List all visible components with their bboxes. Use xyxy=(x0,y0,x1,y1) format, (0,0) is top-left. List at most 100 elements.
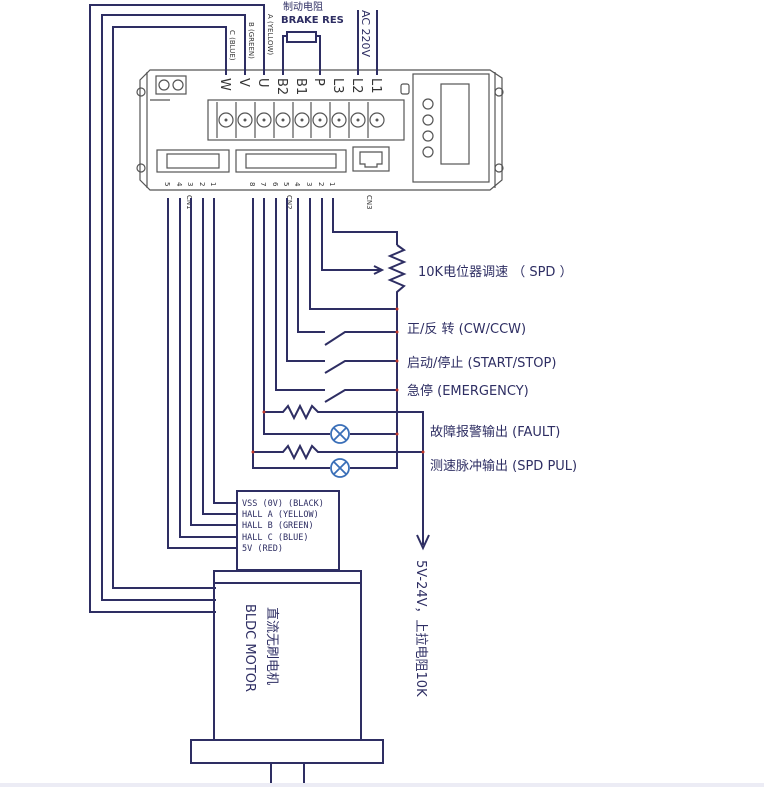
bldc-motor xyxy=(190,570,384,787)
cn3-connector xyxy=(352,146,390,172)
pot-top-wire xyxy=(332,198,398,245)
phase-u-wire xyxy=(89,4,265,613)
pin-number: 1 xyxy=(328,182,336,186)
aux-pin-icon xyxy=(158,79,170,91)
terminal-label: L3 xyxy=(330,78,345,94)
start-label: 启动/停止 (START/STOP) xyxy=(407,355,556,371)
terminal-screws xyxy=(216,102,385,138)
terminal-screw-icon xyxy=(237,112,253,128)
hall-signal-label: HALL C (BLUE) xyxy=(242,533,309,543)
phase-a-label: A (YELLOW) xyxy=(266,14,274,55)
motor-flange xyxy=(190,739,384,764)
phase-c-label: C (BLUE) xyxy=(228,30,236,61)
panel-button-icon xyxy=(422,98,434,110)
pulse-label: 测速脉冲输出 (SPD PUL) xyxy=(430,458,577,474)
bottom-border xyxy=(0,783,764,787)
terminal-screw-icon xyxy=(256,112,272,128)
brake-resistor xyxy=(282,31,321,75)
hall-5v-wire xyxy=(167,198,237,549)
common-wire xyxy=(309,198,397,310)
terminal-label: B2 xyxy=(274,78,289,95)
pin-number: 3 xyxy=(305,182,313,186)
pin-number: 7 xyxy=(259,182,267,186)
pulse-wire xyxy=(252,198,330,469)
terminal-screw-icon xyxy=(312,112,328,128)
display-panel xyxy=(412,73,490,183)
hall-signal-label: HALL B (GREEN) xyxy=(242,521,314,531)
hall-signal-label: 5V (RED) xyxy=(242,544,283,554)
fault-label: 故障报警输出 (FAULT) xyxy=(430,424,560,440)
motor-body xyxy=(213,582,362,741)
driver-enclosure xyxy=(139,69,503,191)
aux-connector xyxy=(155,75,187,95)
pulse-pullup-resistor xyxy=(253,443,423,461)
panel-button-icon xyxy=(422,146,434,158)
terminal-label: B1 xyxy=(293,78,308,95)
panel-button-icon xyxy=(422,114,434,126)
terminal-screw-icon xyxy=(369,112,385,128)
pullup-note: 5V-24V，上拉电阻10K xyxy=(413,560,428,697)
cn2-connector xyxy=(235,149,347,173)
fault-wire xyxy=(263,198,330,435)
ac-input-label: AC 220V xyxy=(359,10,372,58)
emg-wire xyxy=(275,198,325,391)
pin-number: 3 xyxy=(186,182,194,186)
terminal-label: W xyxy=(217,78,232,91)
hall-signal-label: VSS (0V) (BLACK) xyxy=(242,499,324,509)
spd-label: 10K电位器调速 （ SPD ） xyxy=(418,265,573,280)
mount-hole-icon xyxy=(494,87,504,97)
hall-a-wire xyxy=(202,198,237,515)
phase-w-wire xyxy=(112,26,227,589)
terminal-screw-icon xyxy=(350,112,366,128)
mount-hole-icon xyxy=(136,163,146,173)
control-wires xyxy=(252,198,430,551)
hall-c-wire xyxy=(179,198,237,538)
power-terminal-block xyxy=(207,99,405,141)
potentiometer-symbol xyxy=(387,244,407,450)
terminal-screw-icon xyxy=(218,112,234,128)
wiper-arrow-icon xyxy=(373,265,385,275)
junction-dots xyxy=(251,307,425,454)
driver-unit xyxy=(136,69,504,191)
hall-vss-wire xyxy=(213,198,237,504)
hall-signal-label: HALL A (YELLOW) xyxy=(242,510,319,520)
terminal-label: U xyxy=(255,78,270,88)
dir-wire xyxy=(297,198,325,333)
terminal-label: L2 xyxy=(349,78,364,94)
aux-pin-icon xyxy=(172,79,184,91)
motor-top-cap xyxy=(213,570,362,584)
brake-label-cn: 制动电阻 xyxy=(283,0,323,13)
pullup-arrow-icon xyxy=(416,534,430,551)
pin-number: 5 xyxy=(282,182,290,186)
rj45-port-icon xyxy=(359,151,383,168)
pin-number: 4 xyxy=(293,182,301,187)
pin-number: 4 xyxy=(175,182,183,187)
pin-number: 2 xyxy=(317,182,325,186)
fault-pullup-resistor xyxy=(264,403,424,545)
phase-b-label: B (GREEN) xyxy=(247,22,255,59)
motor-label-en: BLDC MOTOR xyxy=(242,604,257,692)
brake-label-en: BRAKE RES xyxy=(281,15,344,26)
display-window xyxy=(440,83,470,165)
hall-b-wire xyxy=(190,198,237,526)
terminal-label: V xyxy=(236,78,251,87)
ac-input-wires xyxy=(357,10,378,75)
status-led-icon xyxy=(400,83,410,95)
terminal-screw-icon xyxy=(331,112,347,128)
terminal-label: P xyxy=(311,78,326,86)
brake-resistor-symbol xyxy=(286,31,317,43)
mount-hole-icon xyxy=(494,163,504,173)
motor-label-cn: 直流无刷电机 xyxy=(264,607,279,685)
phase-wires xyxy=(89,4,265,613)
pin-number: 1 xyxy=(209,182,217,186)
cn3-label: CN3 xyxy=(365,195,373,210)
mount-hole-icon xyxy=(136,87,146,97)
hall-wires xyxy=(167,198,237,549)
terminal-screw-icon xyxy=(294,112,310,128)
dir-label: 正/反 转 (CW/CCW) xyxy=(407,322,526,337)
terminal-screw-icon xyxy=(275,112,291,128)
